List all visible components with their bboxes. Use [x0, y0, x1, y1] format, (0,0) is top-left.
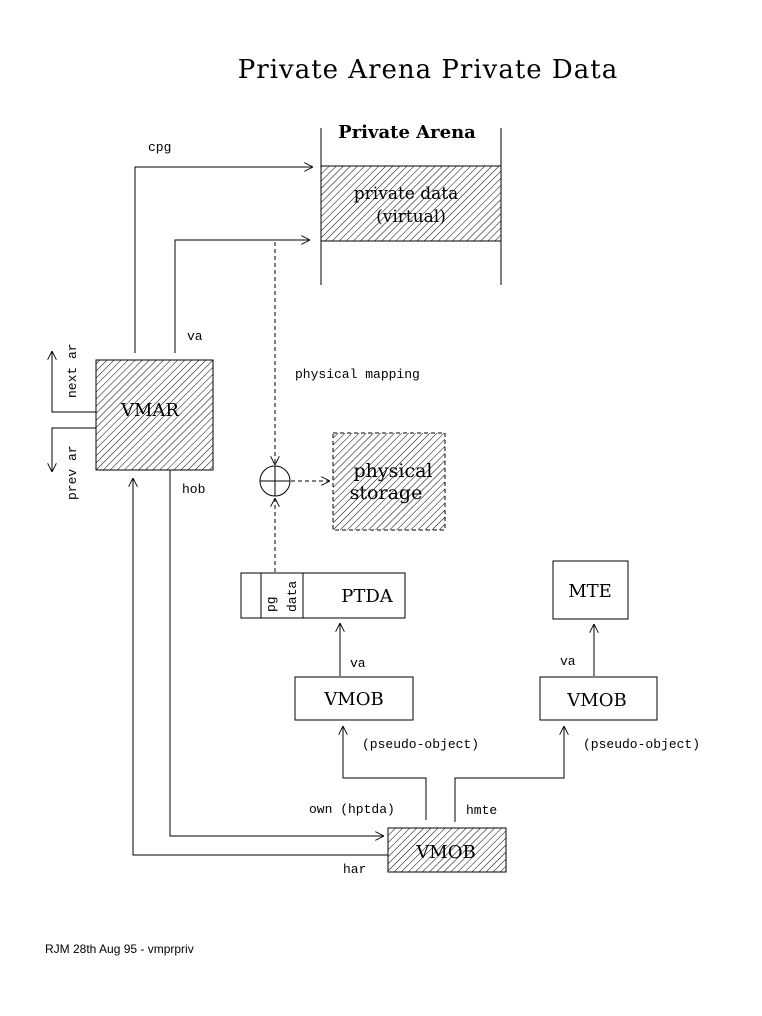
ptda-pg-label: pg — [264, 596, 279, 612]
va-mte-label: va — [560, 654, 576, 669]
vmob-left-label: VMOB — [323, 689, 383, 710]
hmte-arrow — [454, 726, 564, 822]
va-ptda-label: va — [350, 656, 366, 671]
mapping-junction — [259, 465, 291, 497]
cpg-label: cpg — [148, 140, 171, 155]
next-ar-indicator: next ar — [52, 343, 96, 413]
vmob-left-box — [294, 676, 414, 721]
own-hptda-arrow — [343, 726, 427, 820]
vmar-box — [95, 359, 214, 471]
cpg-arrow — [134, 167, 313, 353]
mte-label: MTE — [568, 581, 612, 602]
hmte-label: hmte — [466, 803, 497, 818]
hob-arrow — [169, 470, 384, 836]
hob-label: hob — [182, 482, 205, 497]
private-data-label: private data — [354, 184, 458, 204]
physical-mapping-label: physical mapping — [295, 367, 420, 382]
own-hptda-label: own (hptda) — [309, 802, 395, 817]
physical-storage-label-2: storage — [350, 482, 423, 504]
physical-storage-label: physical — [353, 460, 432, 482]
diagram-title: Private Arena Private Data — [238, 55, 618, 85]
ptda-box: pg data PTDA — [240, 572, 406, 619]
vmob-bottom-label: VMOB — [415, 842, 475, 863]
vmob-right-label: VMOB — [566, 690, 626, 711]
va-label: va — [187, 329, 203, 344]
ptda-data-label: data — [285, 581, 300, 612]
va-arrow — [174, 240, 310, 353]
prev-ar-arrow — [52, 427, 96, 472]
prev-ar-label: prev ar — [65, 445, 80, 500]
har-arrow — [133, 478, 388, 856]
ptda-label: PTDA — [341, 586, 394, 607]
footer-credit: RJM 28th Aug 95 - vmprpriv — [45, 942, 194, 956]
next-ar-arrow — [52, 351, 96, 413]
physical-storage-box — [332, 432, 446, 531]
private-arena-label: Private Arena — [338, 122, 476, 143]
vmar-label: VMAR — [120, 400, 179, 421]
pseudo-object-left-label: (pseudo-object) — [362, 737, 479, 752]
vmob-right-box — [539, 676, 658, 721]
vmob-bottom-box — [387, 827, 507, 873]
mte-box — [552, 560, 629, 620]
private-arena: Private Arena private data (virtual) — [320, 122, 502, 285]
prev-ar-indicator: prev ar — [52, 427, 96, 500]
pseudo-object-right-label: (pseudo-object) — [583, 737, 700, 752]
next-ar-label: next ar — [65, 343, 80, 398]
private-data-block — [320, 165, 502, 242]
har-label: har — [343, 862, 366, 877]
private-data-virtual-label: (virtual) — [376, 207, 446, 227]
